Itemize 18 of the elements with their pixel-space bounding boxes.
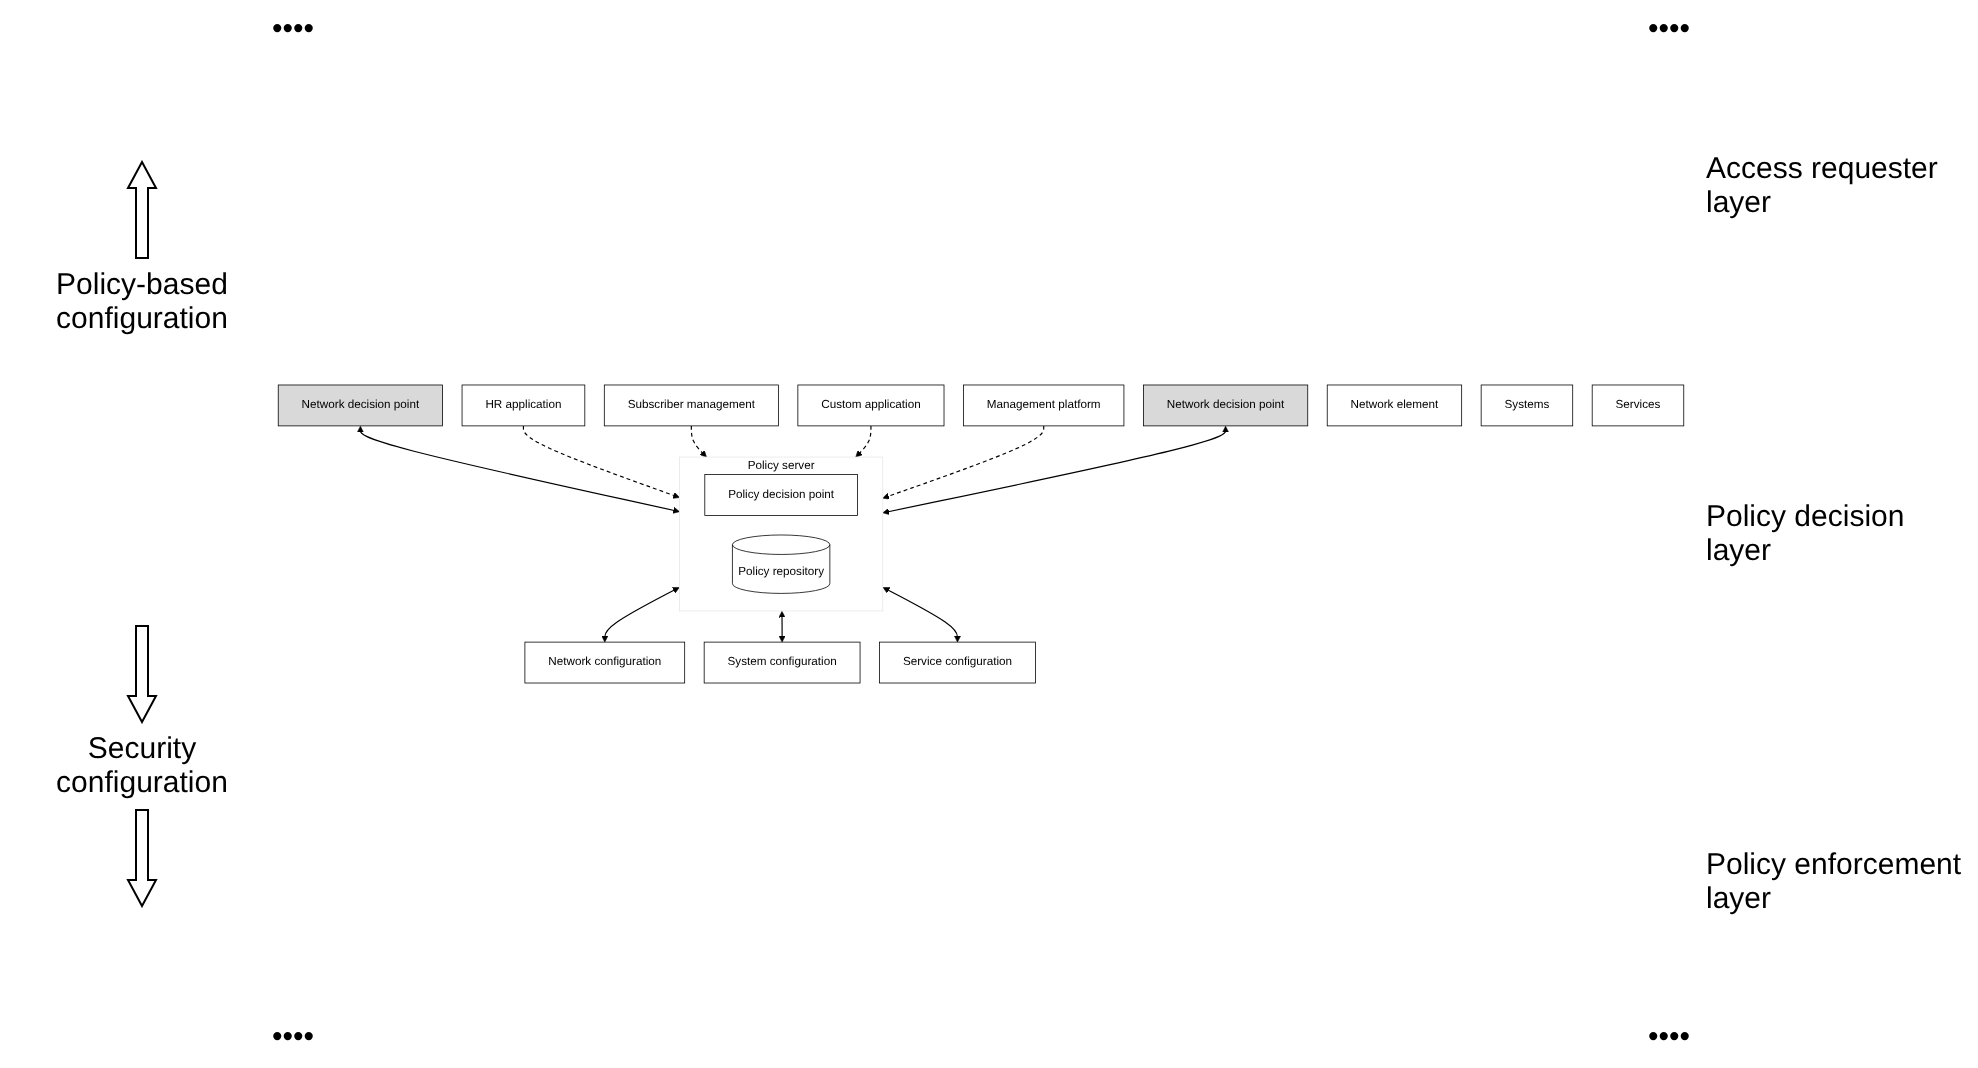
- arrow: [855, 425, 872, 458]
- arrow: [690, 425, 707, 458]
- ellipsis-mark: ••••: [272, 12, 315, 46]
- layer-label: Policy enforcement layer: [1706, 848, 1964, 916]
- ellipsis-mark: ••••: [272, 1020, 315, 1054]
- arrow: [778, 610, 786, 643]
- layer-label: Access requester layer: [1706, 152, 1940, 220]
- ellipsis-mark: ••••: [1647, 1020, 1690, 1054]
- layer-label: Policy decision layer: [1706, 500, 1907, 568]
- layer-label: Policy-based configuration: [54, 268, 230, 336]
- arrow: [882, 425, 1045, 500]
- arrow: [601, 587, 680, 643]
- arrow: [522, 425, 680, 499]
- arrow: [882, 425, 1229, 515]
- layer-label: Security configuration: [54, 732, 230, 800]
- arrow: [882, 587, 961, 643]
- ellipsis-mark: ••••: [1647, 12, 1690, 46]
- arrow: [357, 425, 680, 514]
